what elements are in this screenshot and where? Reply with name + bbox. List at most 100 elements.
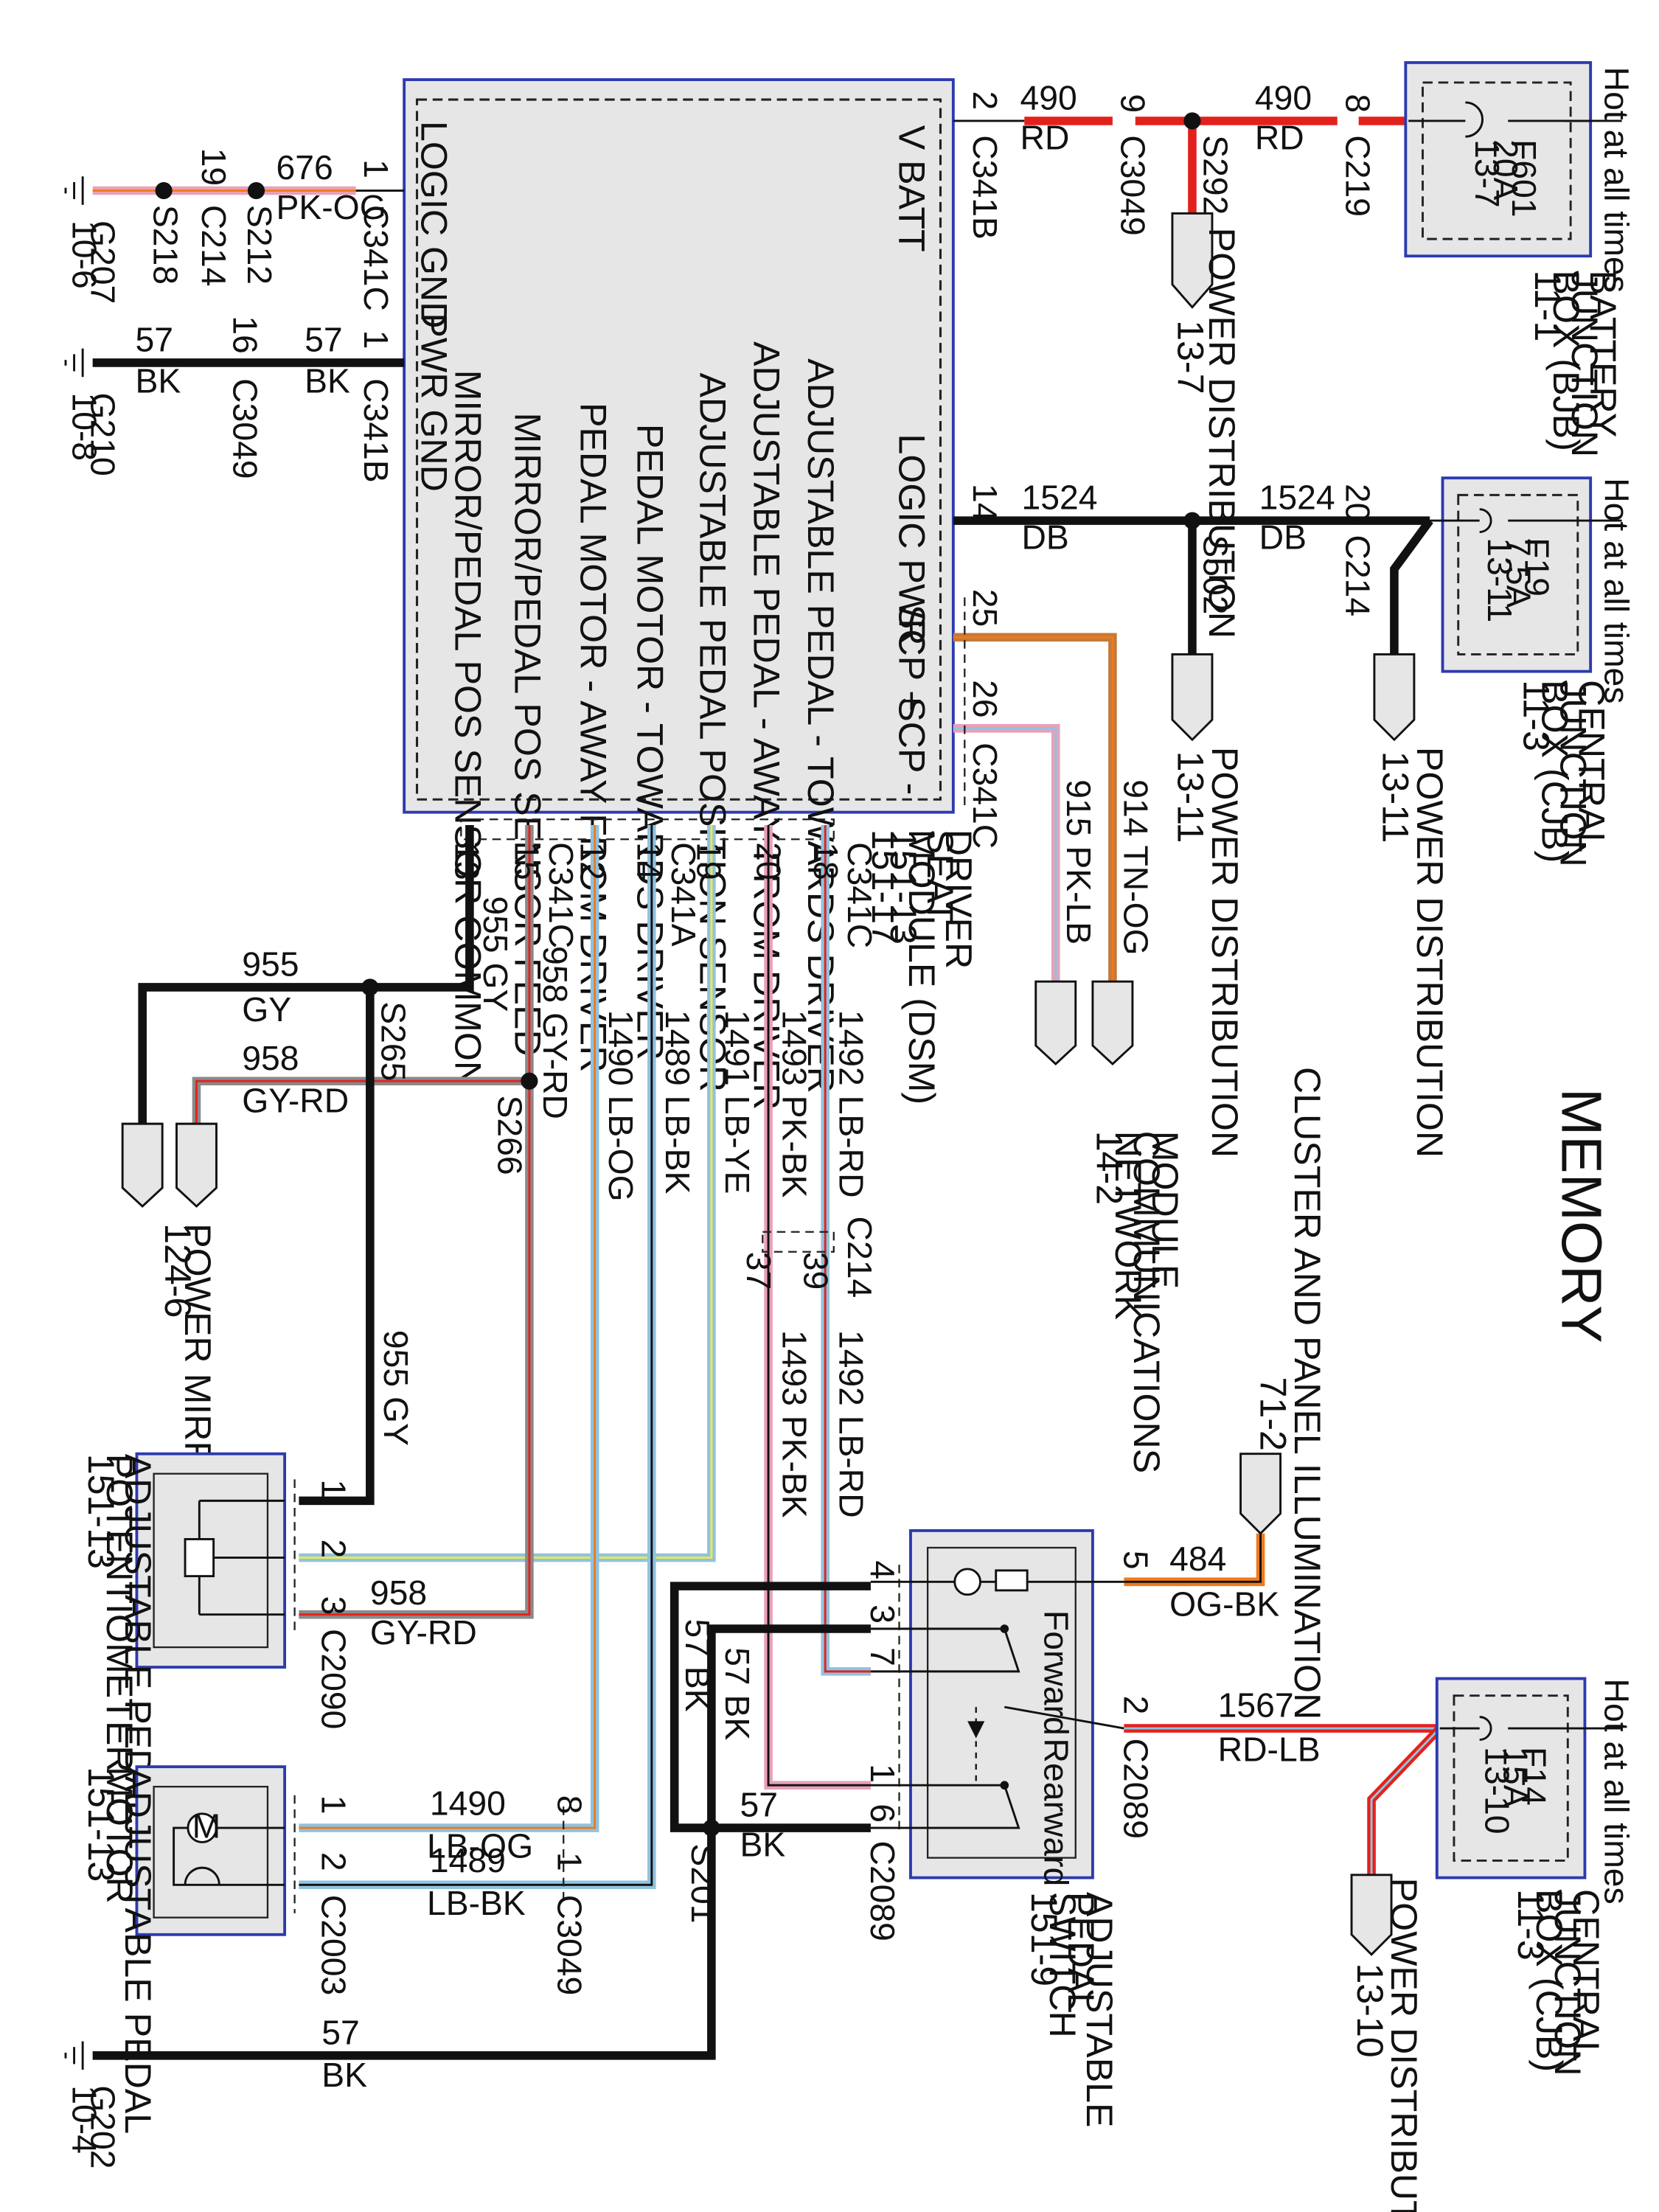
svg-text:57: 57 xyxy=(321,2013,360,2051)
svg-text:DB: DB xyxy=(1259,518,1307,557)
svg-text:915 PK-LB: 915 PK-LB xyxy=(1060,779,1098,945)
svg-text:12: 12 xyxy=(573,842,611,880)
svg-text:BK: BK xyxy=(740,1826,785,1864)
svg-text:11-3: 11-3 xyxy=(1515,680,1557,751)
svg-text:1489: 1489 xyxy=(430,1841,506,1879)
svg-text:OG-BK: OG-BK xyxy=(1169,1585,1279,1624)
pin-pedal-towards: ADJUSTABLE PEDAL - TOWARDS DRIVER xyxy=(800,358,841,1093)
pin-scp-minus: SCP - xyxy=(891,697,933,795)
svg-text:958 GY-RD: 958 GY-RD xyxy=(536,946,574,1119)
lamp-icon xyxy=(953,1568,981,1596)
svg-text:2: 2 xyxy=(1116,1696,1155,1715)
svg-text:POWER DISTRIBUTION: POWER DISTRIBUTION xyxy=(1383,1878,1425,2212)
svg-text:2: 2 xyxy=(314,1539,352,1558)
svg-text:SWITCH: SWITCH xyxy=(1042,1892,1083,2038)
svg-text:14-2: 14-2 xyxy=(1089,1131,1130,1205)
svg-text:BATTERY: BATTERY xyxy=(1582,271,1624,438)
svg-text:11-3: 11-3 xyxy=(1510,1889,1551,1961)
svg-text:LB-OG: LB-OG xyxy=(427,1827,533,1865)
svg-text:71-2: 71-2 xyxy=(1253,1377,1294,1451)
wire-490-b-color: RD xyxy=(1255,119,1304,157)
svg-text:C214: C214 xyxy=(841,1217,879,1298)
svg-text:57: 57 xyxy=(305,321,343,359)
splice-s292 xyxy=(1183,112,1201,130)
svg-text:GY-RD: GY-RD xyxy=(370,1613,477,1652)
svg-text:C341C: C341C xyxy=(966,742,1004,849)
svg-text:151-13: 151-13 xyxy=(883,830,924,945)
page-title: MEMORY xyxy=(1550,1088,1613,1343)
svg-text:C341B: C341B xyxy=(357,378,395,483)
svg-text:BOX (CJB): BOX (CJB) xyxy=(1534,680,1576,863)
svg-text:3: 3 xyxy=(863,1604,902,1624)
svg-text:POWER DISTRIBUTION: POWER DISTRIBUTION xyxy=(1409,747,1450,1158)
svg-text:S265: S265 xyxy=(374,1001,412,1081)
svg-text:F19: F19 xyxy=(1517,538,1556,597)
wire-490-b-num: 490 xyxy=(1255,79,1312,117)
svg-text:Rearward: Rearward xyxy=(1037,1739,1075,1887)
svg-text:151-13: 151-13 xyxy=(80,1767,122,1882)
svg-text:7.5A: 7.5A xyxy=(1499,538,1537,608)
svg-text:BK: BK xyxy=(321,2056,367,2094)
adjustable-pedal-motor: M 1 2 C2003 8 1 C3049 1490 LB-OG 1489 LB… xyxy=(80,1765,589,2134)
pin-2-label: 2 xyxy=(966,91,1004,110)
svg-text:37: 37 xyxy=(740,1252,778,1290)
svg-text:C2090: C2090 xyxy=(314,1629,352,1729)
pin-logic-pwr: LOGIC PWR xyxy=(891,434,933,645)
svg-text:MOTOR: MOTOR xyxy=(99,1767,140,1904)
pin-pwr-gnd: PWR GND xyxy=(413,313,454,491)
svg-text:ADJUSTABLE PEDAL: ADJUSTABLE PEDAL xyxy=(117,1767,159,2134)
svg-text:1: 1 xyxy=(357,330,395,349)
svg-text:676: 676 xyxy=(276,148,333,187)
svg-text:1: 1 xyxy=(863,1764,902,1783)
svg-text:1: 1 xyxy=(314,1795,352,1815)
svg-text:G207: G207 xyxy=(84,220,122,304)
svg-text:10-6: 10-6 xyxy=(66,220,104,289)
illumination-circuit: 484 OG-BK CLUSTER AND PANEL ILLUMINATION… xyxy=(1124,1067,1328,1719)
svg-text:C2003: C2003 xyxy=(314,1895,352,1995)
svg-text:958: 958 xyxy=(370,1573,427,1612)
dsm-bottom-harness: 18 C341C 20 19 C341A 14 12 15 C341C 13 1… xyxy=(121,818,879,1890)
adjustable-pedal-switch: Forward Rearward 4 3 7 1 6 C2089 5 2 C20… xyxy=(863,1528,1155,2128)
svg-text:S218: S218 xyxy=(147,205,185,285)
svg-text:13-11: 13-11 xyxy=(1374,751,1416,844)
svg-text:CENTRAL: CENTRAL xyxy=(1565,1889,1607,2062)
switch-ground-circuit: 57 BK 57 BK 57 BK S201 57 BK G202 10-4 xyxy=(64,1582,871,2169)
svg-text:955 GY: 955 GY xyxy=(377,1330,415,1446)
svg-text:1567: 1567 xyxy=(1218,1686,1294,1725)
svg-text:JUNCTION: JUNCTION xyxy=(1553,680,1594,867)
svg-text:151-17: 151-17 xyxy=(864,830,905,945)
svg-text:20A: 20A xyxy=(1486,139,1525,200)
svg-text:13: 13 xyxy=(448,842,487,880)
svg-text:MODULE: MODULE xyxy=(1144,1131,1186,1290)
svg-text:1524: 1524 xyxy=(1259,479,1335,517)
central-junction-box-2: F14 15A 13-10 Hot at all times CENTRAL J… xyxy=(1435,1677,1635,2076)
svg-text:DRIVER: DRIVER xyxy=(938,830,979,970)
svg-text:26: 26 xyxy=(966,680,1004,717)
dsm-label: DRIVER SEAT MODULE (DSM) 151-13 151-17 xyxy=(864,830,979,1105)
svg-text:13-7: 13-7 xyxy=(1468,139,1506,208)
svg-text:11-1: 11-1 xyxy=(1527,271,1568,342)
svg-text:POTENTIOMETER: POTENTIOMETER xyxy=(99,1454,140,1773)
connector-c219: C219 xyxy=(1338,135,1377,217)
svg-text:10-4: 10-4 xyxy=(66,2085,104,2154)
svg-text:BOX (CJB): BOX (CJB) xyxy=(1528,1889,1570,2072)
hot-at-all-times-bjb: Hot at all times xyxy=(1597,67,1635,293)
svg-text:S502: S502 xyxy=(1196,535,1234,614)
wire-490-a-color: RD xyxy=(1020,119,1070,157)
adjustable-pedal-potentiometer: 1 2 3 C2090 958 GY-RD ADJUSTABLE PEDAL P… xyxy=(80,1452,477,1821)
svg-text:7: 7 xyxy=(863,1647,902,1666)
svg-text:PEDAL: PEDAL xyxy=(1060,1892,1102,2013)
ref-arrow-13-11b xyxy=(1373,653,1416,742)
svg-text:C2089: C2089 xyxy=(1116,1739,1155,1839)
svg-text:484: 484 xyxy=(1169,1540,1226,1578)
svg-text:BOX (BJB): BOX (BJB) xyxy=(1545,271,1587,451)
svg-text:S212: S212 xyxy=(240,205,279,285)
svg-text:39: 39 xyxy=(796,1252,835,1290)
svg-text:C3049: C3049 xyxy=(551,1895,589,1995)
ref-power-dist-13-7-num: 13-7 xyxy=(1170,320,1211,394)
svg-text:15A: 15A xyxy=(1496,1747,1534,1807)
svg-text:57: 57 xyxy=(740,1786,777,1824)
ref-arrow-13-11a xyxy=(1171,653,1214,742)
svg-text:C341C: C341C xyxy=(542,842,580,948)
